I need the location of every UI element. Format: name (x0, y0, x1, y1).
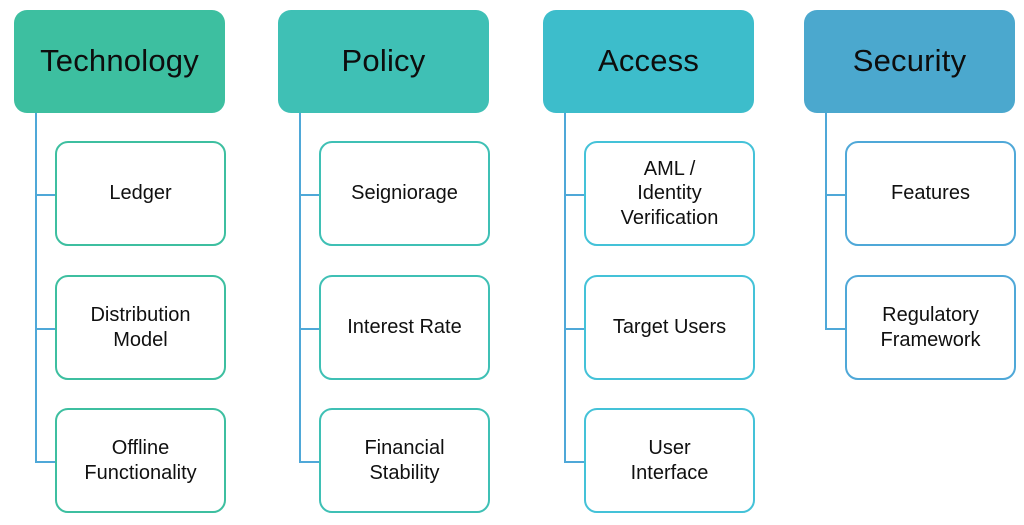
node-label-line: Interface (630, 461, 709, 484)
header-box-technology[interactable]: Technology (14, 10, 225, 113)
node-label-line: User (648, 437, 691, 460)
node-label-line: Identity (637, 182, 702, 205)
connector-elbow-distribution-model (35, 327, 56, 330)
node-label-line: Distribution (90, 304, 191, 327)
node-label-line: Framework (880, 328, 981, 351)
node-label-line: Target Users (612, 316, 727, 339)
node-label-line: Regulatory (882, 304, 979, 327)
node-label-features: Features (891, 181, 970, 205)
node-label-line: Seigniorage (351, 182, 458, 205)
connector-elbow-user-interface (564, 460, 585, 463)
node-box-features[interactable]: Features (845, 141, 1016, 246)
node-box-seigniorage[interactable]: Seigniorage (319, 141, 490, 246)
header-label-security: Security (852, 43, 967, 79)
header-label-technology: Technology (40, 43, 199, 79)
node-box-target-users[interactable]: Target Users (584, 275, 755, 380)
node-label-line: Model (113, 328, 168, 351)
connector-elbow-aml-identity-verification (564, 193, 585, 196)
node-label-line: Interest Rate (347, 316, 462, 339)
node-label-seigniorage: Seigniorage (351, 181, 458, 205)
node-label-line: Stability (369, 461, 440, 484)
connector-trunk-policy (299, 113, 301, 461)
node-label-line: Financial (364, 437, 445, 460)
connector-elbow-interest-rate (299, 327, 320, 330)
connector-elbow-regulatory-framework (825, 327, 846, 330)
connector-elbow-features (825, 193, 846, 196)
connector-trunk-technology (35, 113, 37, 461)
node-label-target-users: Target Users (613, 315, 726, 339)
connector-elbow-ledger (35, 193, 56, 196)
header-box-access[interactable]: Access (543, 10, 754, 113)
header-box-policy[interactable]: Policy (278, 10, 489, 113)
connector-elbow-financial-stability (299, 460, 320, 463)
node-label-interest-rate: Interest Rate (347, 315, 462, 339)
node-label-line: Verification (620, 206, 719, 229)
node-label-ledger: Ledger (109, 181, 171, 205)
node-label-line: Features (891, 182, 970, 205)
header-label-access: Access (597, 43, 700, 79)
node-box-ledger[interactable]: Ledger (55, 141, 226, 246)
header-box-security[interactable]: Security (804, 10, 1015, 113)
node-label-line: Offline (111, 437, 170, 460)
connector-elbow-seigniorage (299, 193, 320, 196)
connector-elbow-target-users (564, 327, 585, 330)
node-label-line: AML / (643, 157, 696, 180)
connector-trunk-security (825, 113, 827, 328)
node-label-line: Ledger (109, 182, 172, 205)
connector-trunk-access (564, 113, 566, 461)
header-label-policy: Policy (341, 43, 426, 79)
node-box-interest-rate[interactable]: Interest Rate (319, 275, 490, 380)
node-label-line: Functionality (84, 461, 197, 484)
connector-elbow-offline-functionality (35, 460, 56, 463)
